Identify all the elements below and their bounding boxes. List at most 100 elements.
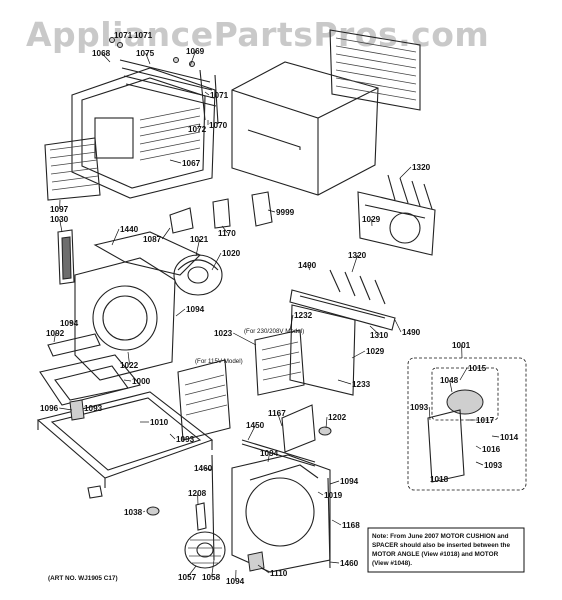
- leader-line-1320b: [351, 254, 358, 273]
- callout-1096: 1096: [40, 404, 59, 413]
- leader-line-1029b: [351, 350, 366, 359]
- leader-line-1094a: [69, 321, 73, 324]
- callout-1021: 1021: [190, 235, 209, 244]
- leader-line-1038: [143, 510, 146, 513]
- callout-1440: 1440: [120, 225, 139, 234]
- leader-line-1460b: [329, 561, 340, 564]
- callout-1022: 1022: [120, 361, 139, 370]
- callout-1019: 1019: [324, 491, 343, 500]
- callout-1094b: 1094: [186, 305, 205, 314]
- callout-1029b: 1029: [366, 347, 385, 356]
- manual-9999: [251, 191, 273, 227]
- leader-line-1048: [449, 379, 453, 393]
- leader-line-1093a: [93, 404, 97, 409]
- callout-1320a: 1320: [412, 163, 431, 172]
- control-board-230v: [254, 329, 305, 396]
- callout-1069: 1069: [186, 47, 205, 56]
- leader-line-1067: [169, 159, 182, 164]
- fan-shroud-1022: [74, 257, 176, 381]
- callout-1072: 1072: [188, 125, 207, 134]
- supports-1320a: [387, 174, 433, 210]
- filter-bracket-1030: [57, 229, 75, 285]
- callout-1071b: 1071: [134, 31, 153, 40]
- leader-line-1030: [59, 218, 63, 233]
- callout-1071a: 1071: [114, 31, 133, 40]
- callout-1087: 1087: [143, 235, 162, 244]
- leader-line-1096: [59, 407, 73, 411]
- blower-wheel-1057: [184, 531, 226, 569]
- leader-line-1170: [221, 225, 228, 234]
- leader-line-1071c: [204, 91, 210, 96]
- callout-1093c: 1093: [176, 435, 195, 444]
- leader-line-1232: [289, 314, 294, 331]
- callout-1067: 1067: [182, 159, 201, 168]
- leader-line-1069: [189, 50, 196, 67]
- part-1208: [195, 502, 207, 531]
- note-box: Note: From June 2007 MOTOR CUSHION and S…: [367, 527, 525, 573]
- leader-line-1019: [317, 491, 324, 496]
- callout-1020: 1020: [222, 249, 241, 258]
- art-number: (ART NO. WJ1905 C17): [48, 575, 118, 582]
- callout-1030: 1030: [50, 215, 69, 224]
- callout-1490b: 1490: [402, 328, 421, 337]
- callout-1233: 1233: [352, 380, 371, 389]
- callout-1097: 1097: [50, 205, 69, 214]
- bracket-1310: [289, 289, 396, 331]
- callout-1093a: 1093: [84, 404, 103, 413]
- callout-1014: 1014: [500, 433, 519, 442]
- callout-1168: 1168: [342, 521, 360, 530]
- motor-assembly-1001: [407, 357, 527, 491]
- leader-line-1058: [211, 559, 215, 578]
- callout-1094e: 1094: [226, 577, 245, 586]
- callout-1094c: 1094: [260, 449, 279, 458]
- part-1038: [87, 485, 160, 516]
- leader-line-1094d: [329, 480, 340, 485]
- callout-1017: 1017: [476, 416, 495, 425]
- bracket-1170: [212, 198, 231, 229]
- watermark: AppliancePartsPros.com: [26, 15, 489, 54]
- callout-1068: 1068: [92, 49, 111, 58]
- callout-1167: 1167: [268, 409, 286, 418]
- callout-1015: 1015: [468, 364, 487, 373]
- louver-rods-1069: [109, 37, 219, 125]
- leader-line-1202: [325, 416, 328, 429]
- callout-1208: 1208: [188, 489, 207, 498]
- gasket-1460a: [211, 454, 215, 561]
- gasket-1450: [241, 439, 316, 467]
- callout-1460b: 1460: [340, 559, 359, 568]
- leader-line-1440: [111, 228, 120, 246]
- callout-1460a: 1460: [194, 464, 213, 473]
- leader-line-1094b: [175, 308, 186, 317]
- callout-1075: 1075: [136, 49, 155, 58]
- leader-line-1093c: [169, 433, 176, 440]
- leader-line-1057: [187, 565, 197, 578]
- control-board-115v: [177, 359, 231, 441]
- callout-1070: 1070: [209, 121, 228, 130]
- note-line-3: MOTOR ANGLE (View #1018) and MOTOR: [372, 551, 499, 558]
- callout-1018: 1018: [430, 475, 449, 484]
- callout-1023: 1023: [214, 329, 233, 338]
- callout-9999: 9999: [276, 208, 295, 217]
- leader-line-1310: [369, 325, 380, 336]
- callout-1071c: 1071: [210, 91, 229, 100]
- callout-1094a: 1094: [60, 319, 79, 328]
- leader-line-1087: [161, 227, 171, 240]
- callout-1016: 1016: [482, 445, 501, 454]
- callout-1202: 1202: [328, 413, 347, 422]
- leader-line-1000: [123, 379, 132, 382]
- leader-line-1015: [459, 367, 468, 381]
- callout-1310: 1310: [370, 331, 389, 340]
- callout-1010: 1010: [150, 418, 169, 427]
- label-230v-model: (For 230/208V Model): [244, 328, 304, 335]
- leader-line-1110: [257, 564, 270, 574]
- note-line-2: SPACER should also be inserted between t…: [372, 542, 510, 549]
- gasket-1460b: [327, 477, 331, 569]
- callout-1057: 1057: [178, 573, 197, 582]
- insulation-1092: [47, 333, 101, 357]
- callout-1232: 1232: [294, 311, 313, 320]
- part-1110: [247, 551, 265, 572]
- note-line-4: (View #1048).: [372, 560, 412, 567]
- callout-1093d: 1093: [484, 461, 503, 470]
- rear-grille: [329, 29, 421, 111]
